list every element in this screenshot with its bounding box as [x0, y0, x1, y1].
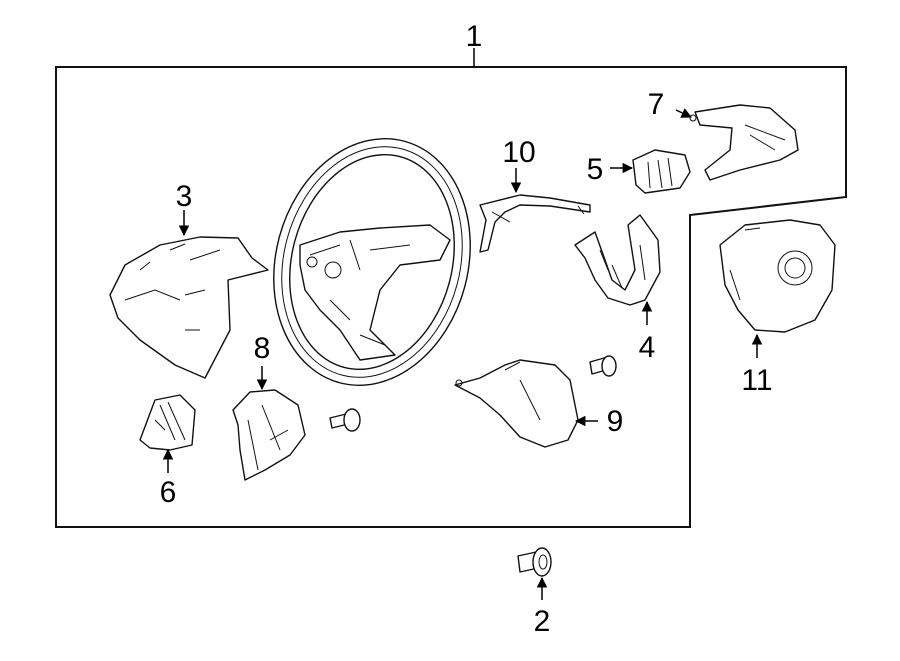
bolt-icon	[589, 355, 617, 377]
part-3-upper-trim-cover	[109, 236, 269, 379]
leader-line-7	[675, 108, 692, 118]
callout-3: 3	[176, 180, 193, 213]
callout-8: 8	[254, 332, 271, 365]
callout-11: 11	[741, 364, 772, 397]
steering-wheel	[273, 138, 471, 386]
callout-5: 5	[587, 153, 604, 186]
screw-icon	[329, 408, 361, 432]
callout-1: 1	[466, 20, 483, 53]
part-2-bolt	[517, 547, 552, 577]
callout-6: 6	[160, 476, 177, 509]
part-5-switch	[632, 149, 691, 194]
callout-2: 2	[534, 605, 551, 638]
part-9-lower-shroud	[454, 359, 579, 448]
part-6-switch	[139, 394, 196, 451]
callout-7: 7	[648, 88, 665, 121]
part-4-bracket	[574, 214, 661, 306]
callout-10: 10	[502, 136, 535, 169]
callout-9: 9	[607, 405, 624, 438]
part-11-airbag	[719, 219, 836, 333]
part-10-wire-harness	[479, 194, 591, 253]
callout-4: 4	[639, 331, 656, 364]
part-8-lower-cover	[232, 389, 306, 481]
part-7-bezel	[689, 104, 799, 181]
